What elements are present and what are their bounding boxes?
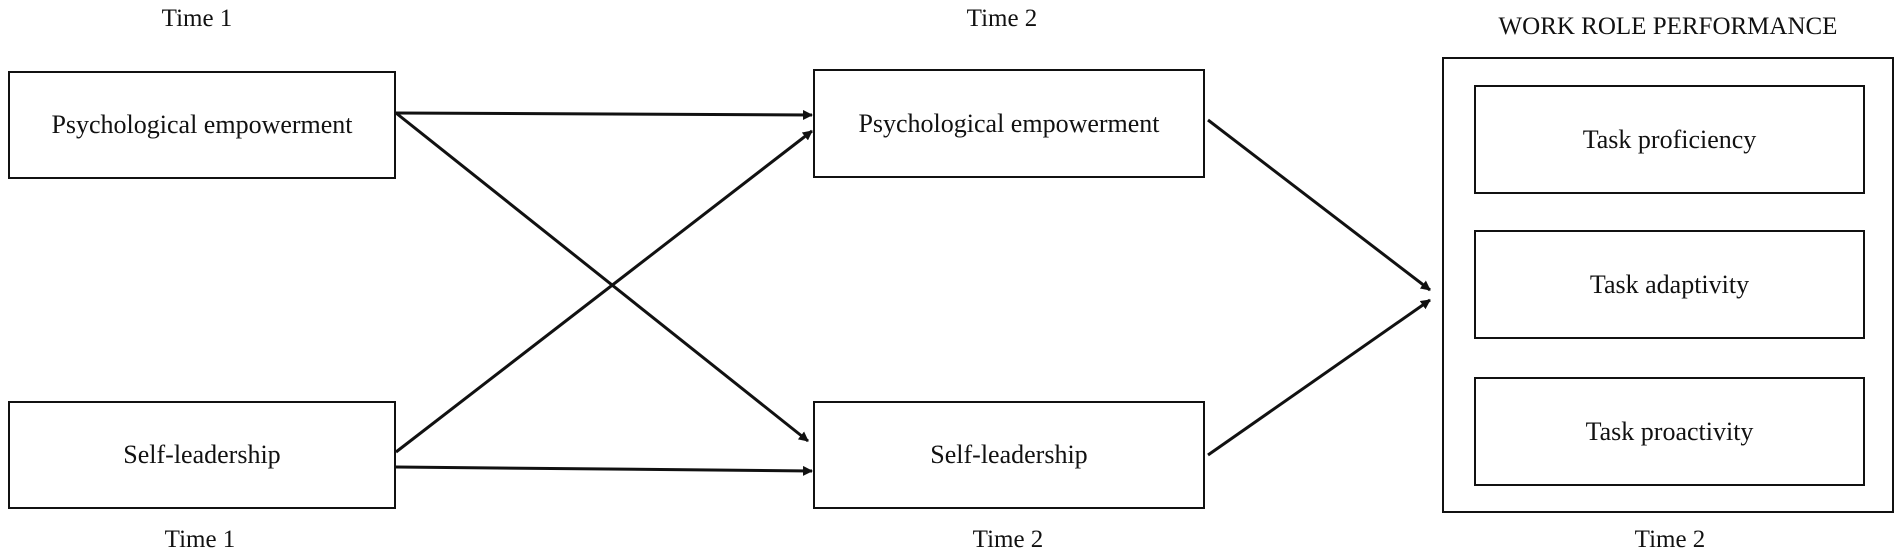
self-leadership-time1-box: Self-leadership	[8, 401, 396, 509]
psychological-empowerment-time2-box: Psychological empowerment	[813, 69, 1205, 178]
arrow-pe-time1-to-sl-time2	[395, 111, 809, 443]
task-proficiency-box: Task proficiency	[1474, 85, 1865, 194]
task-adaptivity-box: Task adaptivity	[1474, 230, 1865, 339]
outcome-title: WORK ROLE PERFORMANCE	[1498, 13, 1838, 40]
self-leadership-time1-label: Self-leadership	[123, 440, 281, 469]
self-leadership-time2-label: Self-leadership	[930, 440, 1088, 469]
self-leadership-time2-box: Self-leadership	[813, 401, 1205, 509]
time2-bottom-label: Time 2	[972, 526, 1044, 553]
task-proficiency-label: Task proficiency	[1582, 124, 1757, 154]
time1-top-label: Time 1	[161, 5, 233, 32]
time2-top-label: Time 2	[966, 5, 1038, 32]
outcome-bottom-label: Time 2	[1634, 526, 1706, 553]
task-adaptivity-label: Task adaptivity	[1589, 269, 1750, 299]
task-proactivity-label: Task proactivity	[1585, 416, 1754, 446]
arrow-pe-time2-to-performance	[1207, 118, 1431, 292]
task-proactivity-box: Task proactivity	[1474, 377, 1865, 486]
psychological-empowerment-time1-box: Psychological empowerment	[8, 71, 396, 179]
arrow-sl-time1-to-pe-time2	[395, 129, 813, 454]
psychological-empowerment-time2-label: Psychological empowerment	[858, 108, 1160, 138]
psychological-empowerment-time1-label: Psychological empowerment	[51, 110, 353, 139]
arrow-sl-time2-to-performance	[1207, 298, 1431, 457]
arrow-sl-time1-to-sl-time2	[395, 465, 813, 476]
time1-bottom-label: Time 1	[164, 526, 236, 553]
arrow-pe-time1-to-pe-time2	[395, 109, 813, 120]
